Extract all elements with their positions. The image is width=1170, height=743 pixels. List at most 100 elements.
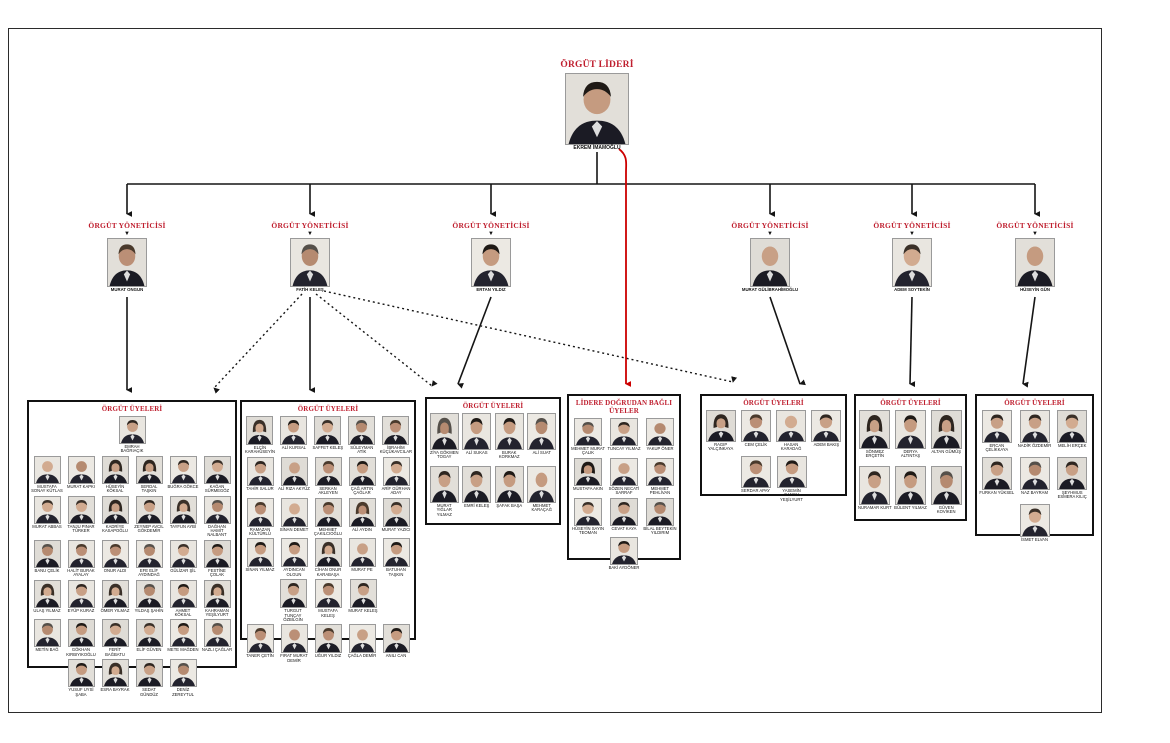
member: SAFFET KELEŞ [312, 416, 344, 450]
member-photo [101, 659, 129, 688]
member-photo [135, 659, 163, 688]
member-row: BAKİ AYDÖNER [570, 537, 678, 570]
member-photo [462, 413, 492, 450]
member: SÖNMEZ ERÇETİN [858, 410, 892, 459]
member-name: SİNAN DEMET [279, 526, 309, 532]
member-name: ZEYNEP AVCIL GÖKDEMİR [134, 523, 164, 534]
member-name: SERDAL TAŞKIN [140, 483, 158, 494]
member-photo [67, 539, 95, 568]
member: ŞAFAK BAŞA [494, 465, 525, 508]
member: BATUHAN TAŞKIN [380, 538, 412, 577]
member: MUSTAFA AKIN [571, 457, 605, 491]
member-name: YASEMİN CANSU YEŞİLYURT [780, 487, 803, 502]
member-grid: RAGIP YALÇINKAYA CEM ÇELİK HASAN KARADAĞ… [703, 410, 844, 502]
member-name: FIRAT MURAT DEMİR [280, 653, 308, 663]
member-photo [67, 495, 95, 524]
arrow-down-icon: ▼ [124, 231, 130, 237]
member-name: MURAT YAZICI [381, 526, 411, 532]
member: ZİYA GÖKMEN TOGAY [429, 413, 460, 460]
manager-title: ÖRGÜT YÖNETİCİSİ [873, 221, 951, 230]
member: AYDINCAN OLGUN [278, 538, 310, 577]
member: CEVAT KAYA [607, 497, 641, 531]
member-name: ULAŞ YILMAZ [33, 607, 61, 613]
member-grid: ELÇİN KARAHÜSEYİN ALİ KURSAL SAFFET KELE… [243, 416, 413, 663]
member-photo [169, 539, 197, 568]
member-photo [382, 624, 410, 654]
member: TUNCAY YILMAZ [607, 418, 641, 451]
member-name: EFE ELİF AYDINDAĞ [138, 567, 160, 578]
member: SERDAR APAY [739, 455, 773, 493]
member: ÇAĞLA DEMİR [346, 624, 378, 658]
member-photo [610, 497, 638, 526]
arrow-down-icon: ▼ [488, 231, 494, 237]
member-name: BANU ÇELİK [34, 567, 60, 573]
member: SÜLEYMAN ATİK [346, 416, 378, 455]
member-name: ZİYA GÖKMEN TOGAY [429, 450, 459, 460]
member-row: RAMAZAN KÜLTÜRLÜ SİNAN DEMET MEHMET ÇAKI… [243, 497, 413, 537]
member-photo [981, 410, 1012, 443]
member-row: ELÇİN KARAHÜSEYİN ALİ KURSAL SAFFET KELE… [243, 416, 413, 455]
manager-photo [107, 238, 147, 287]
member-photo [462, 465, 492, 503]
member-photo [1019, 410, 1050, 443]
member-photo [314, 624, 342, 654]
group-title: ÖRGÜT ÜYELERİ [880, 399, 941, 407]
group-title: ÖRGÜT ÜYELERİ [743, 399, 804, 407]
member-name: TANER ÇETİN [246, 653, 274, 659]
member-photo [280, 416, 308, 445]
member-photo [895, 465, 926, 505]
member: KAĞAN SÜRMEGÖZ [201, 455, 233, 494]
member-photo [246, 538, 274, 568]
member-photo [33, 619, 61, 648]
arrow-down-icon: ▼ [1032, 231, 1038, 237]
member: GÖKHAN KIRBIYIKOĞLU [65, 619, 97, 657]
group-box-members-3: ÖRGÜT ÜYELERİ ZİYA GÖKMEN TOGAY ALİ SUKA… [425, 397, 561, 525]
group-title: ÖRGÜT ÜYELERİ [101, 405, 163, 413]
member: ELÇİN KARAHÜSEYİN [244, 416, 276, 455]
member-photo [610, 418, 638, 446]
member-photo [494, 465, 524, 503]
member-photo [382, 497, 410, 527]
member-photo [314, 456, 342, 486]
member-name: EMRİ KELEŞ [464, 502, 490, 508]
member: ALİ AYDIN [346, 497, 378, 532]
member-name: MURAT ABBAS [32, 523, 62, 529]
member-name: NADİR ÖZDEMİR [1017, 443, 1052, 448]
member-photo [135, 495, 163, 524]
member-name: HÜSEYİN KÖKSAL [105, 483, 125, 494]
member-photo [429, 413, 459, 450]
member-photo [169, 495, 197, 524]
member: GÜVEN KOVİKEN [929, 465, 963, 515]
manager-title: ÖRGÜT YÖNETİCİSİ [452, 221, 530, 230]
group-box-members-5: ÖRGÜT ÜYELERİ RAGIP YALÇINKAYA CEM ÇELİK… [700, 394, 847, 501]
member-row: RAGIP YALÇINKAYA CEM ÇELİK HASAN KARADAĞ… [703, 410, 844, 452]
group-box-members-1: ÖRGÜT ÜYELERİ EMRAH BAĞRIAÇIK MUSTAFA SO… [27, 400, 237, 696]
member-photo [314, 538, 342, 568]
member-name: HASAN KARADAĞ [780, 442, 802, 452]
member-name: BAKİ AYDÖNER [608, 565, 640, 571]
member-name: ALİ SUAT [532, 450, 551, 455]
member-photo [981, 456, 1012, 490]
member-name: ALTAN GÜMÜŞ [931, 449, 961, 454]
member: ŞEYHMUS ESMERA KILIÇ [1054, 456, 1090, 500]
member-name: EMRAH BAĞRIAÇIK [120, 444, 144, 454]
member-name: ADEM BAKIŞ [813, 442, 840, 447]
member-name: ALİ KURSAL [281, 445, 307, 450]
member-name: ARİF GÜRHAN ADAY [381, 485, 411, 496]
manager-node-5: ÖRGÜT YÖNETİCİSİ ▼ ADEM SOYTEKİN [862, 221, 962, 293]
manager-title: ÖRGÜT YÖNETİCİSİ [996, 221, 1074, 230]
member-photo [859, 465, 891, 505]
member: DERYA ALTINTAŞ [894, 410, 928, 459]
member-row: MURAT YIĞLAR YILMAZ EMRİ KELEŞ ŞAFAK BAŞ… [428, 465, 558, 517]
member-photo [33, 579, 61, 608]
member-row: EMRAH BAĞRIAÇIK [30, 416, 234, 454]
member: EMRAH BAĞRIAÇIK [116, 416, 148, 454]
member-photo [1057, 456, 1088, 490]
member-name: FERİT BAĞBATU [105, 647, 125, 657]
manager-node-3: ÖRGÜT YÖNETİCİSİ ▼ ERTAN YILDIZ [441, 221, 541, 293]
member-name: KADRİYE KASAPOĞLU [102, 523, 128, 534]
group-title: ÖRGÜT ÜYELERİ [1004, 399, 1065, 407]
member-photo [169, 659, 197, 688]
member: ARİF GÜRHAN ADAY [380, 456, 412, 496]
member-name: ALİ SUKAS [465, 450, 488, 455]
